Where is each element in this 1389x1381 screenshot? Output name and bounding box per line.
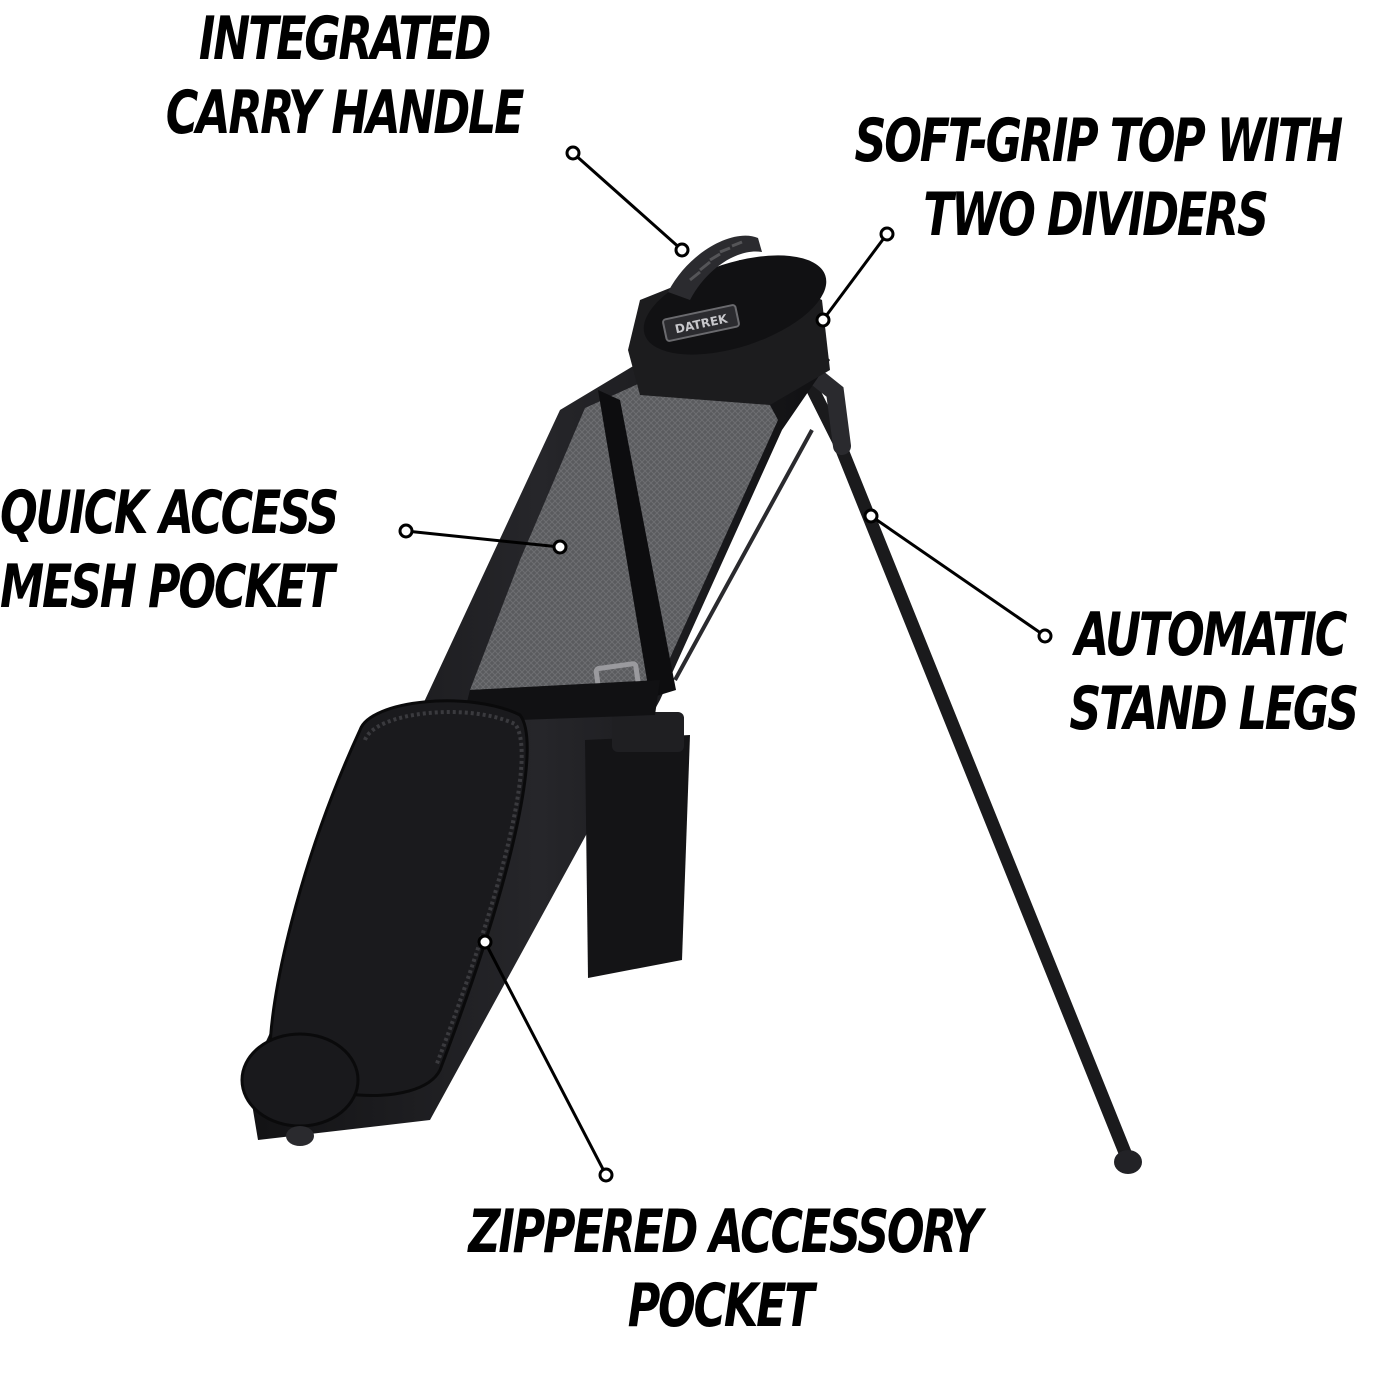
side-sleeve-band xyxy=(612,712,684,752)
bottom-cap xyxy=(240,1032,360,1128)
callout-mesh-pocket-line2: MESH POCKET xyxy=(0,552,335,622)
carry-handle xyxy=(668,235,762,300)
callout-accessory-pocket-line1: ZIPPERED ACCESSORY xyxy=(468,1197,982,1267)
leader-mesh-pocket xyxy=(398,523,568,555)
leader-carry-handle xyxy=(565,145,690,258)
bag-body xyxy=(240,235,830,1146)
stand-leg-main xyxy=(801,373,1135,1167)
callout-accessory-pocket: ZIPPERED ACCESSORY POCKET xyxy=(468,1195,982,1343)
callout-mesh-pocket-line1: QUICK ACCESS xyxy=(0,478,339,548)
bottom-foot xyxy=(286,1126,314,1146)
stand-legs xyxy=(673,363,1142,1174)
leader-lines xyxy=(398,145,1053,1183)
callout-stand-legs-line2: STAND LEGS xyxy=(1069,674,1359,744)
callout-mesh-pocket: QUICK ACCESS MESH POCKET xyxy=(0,476,339,624)
callout-soft-grip-top: SOFT-GRIP TOP WITH TWO DIVIDERS xyxy=(854,104,1344,252)
callout-soft-grip-line1: SOFT-GRIP TOP WITH xyxy=(854,106,1344,176)
carry-handle-grip-ridges xyxy=(689,240,743,282)
side-sleeve xyxy=(585,735,690,978)
callout-carry-handle-line2: CARRY HANDLE xyxy=(165,78,525,148)
callout-carry-handle-line1: INTEGRATED xyxy=(198,4,492,74)
shoulder-strap xyxy=(598,390,676,698)
zippered-pocket xyxy=(268,699,529,1097)
leader-soft-grip xyxy=(815,226,895,328)
callout-soft-grip-line2: TWO DIVIDERS xyxy=(923,180,1269,250)
callout-carry-handle: INTEGRATED CARRY HANDLE xyxy=(159,2,529,150)
stand-leg-upper-joint xyxy=(801,363,851,455)
leader-accessory-pocket xyxy=(477,934,614,1183)
leader-stand-legs xyxy=(863,508,1053,644)
pocket-zipper xyxy=(363,710,524,1067)
callout-stand-legs: AUTOMATIC STAND LEGS xyxy=(1069,598,1359,746)
callout-stand-legs-line1: AUTOMATIC xyxy=(1074,600,1347,670)
logo-badge xyxy=(662,304,740,342)
stand-leg-foot xyxy=(1114,1150,1142,1174)
callout-accessory-pocket-line2: POCKET xyxy=(627,1271,815,1341)
stand-leg-rod xyxy=(673,429,814,681)
